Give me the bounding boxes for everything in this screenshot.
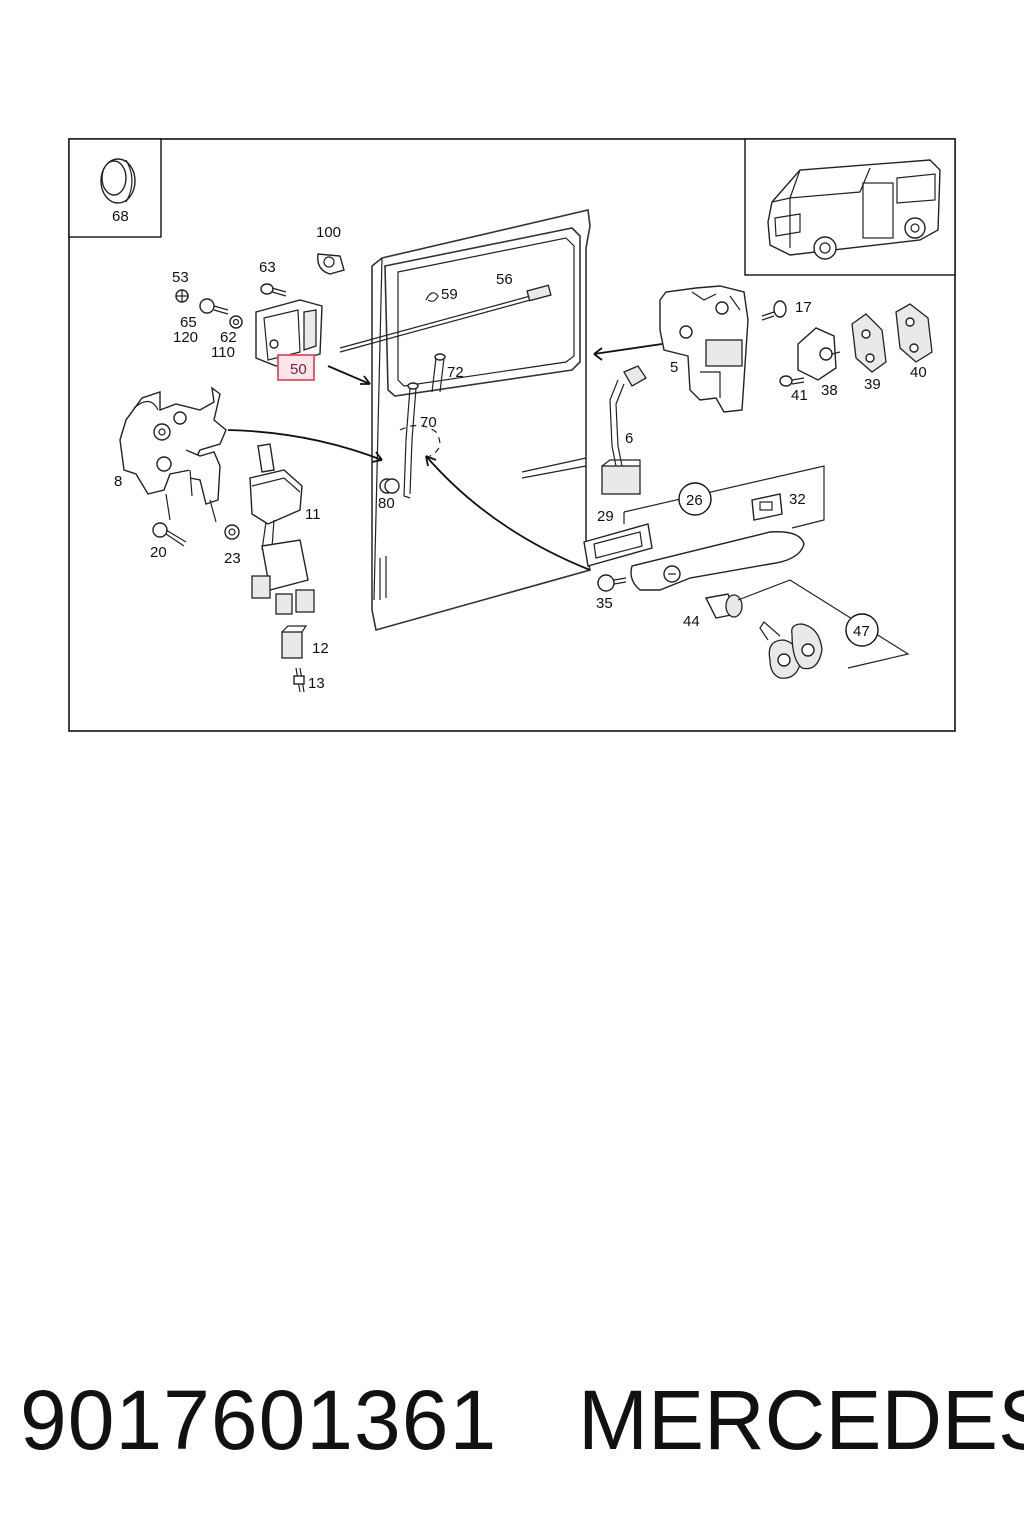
arrow-lock-to-door	[593, 343, 663, 355]
screw-20	[152, 522, 187, 547]
arrow-latch-to-door	[227, 429, 383, 461]
lock-cylinder-44	[704, 593, 743, 619]
screw-53	[175, 289, 189, 303]
rod-56	[339, 291, 546, 349]
parts-diagram: 68 56 59 72 70	[68, 138, 956, 732]
plug-icon	[100, 158, 136, 204]
label-13: 13	[308, 675, 325, 692]
label-80: 80	[378, 495, 395, 512]
label-17: 17	[795, 299, 812, 316]
label-110: 110	[211, 344, 235, 361]
label-41: 41	[791, 387, 808, 404]
part-number: 9017601361	[20, 1373, 498, 1467]
screw-17	[761, 300, 787, 321]
label-5: 5	[670, 359, 678, 376]
screw-41	[779, 375, 805, 387]
label-47-circle	[845, 613, 879, 647]
label-23: 23	[224, 550, 241, 567]
striker-38	[797, 327, 841, 381]
label-29: 29	[597, 508, 614, 525]
label-63: 63	[259, 259, 276, 276]
label-72: 72	[447, 364, 464, 381]
clip-59	[425, 292, 439, 302]
label-20: 20	[150, 544, 167, 561]
switch-6	[601, 365, 647, 495]
handle-callout-lines	[623, 465, 825, 529]
label-8: 8	[114, 473, 122, 490]
keys-callout-lines	[737, 579, 910, 669]
connector-12	[281, 625, 308, 659]
keys-47	[759, 621, 823, 679]
label-65: 65	[180, 314, 197, 331]
actuator-11	[249, 443, 315, 615]
screw-63	[260, 283, 287, 297]
clip-100	[317, 253, 345, 275]
diagram-frame	[68, 138, 956, 732]
label-12: 12	[312, 640, 329, 657]
label-53: 53	[172, 269, 189, 286]
label-68: 68	[112, 208, 129, 225]
bracket-50	[255, 299, 323, 367]
rod-70	[403, 382, 419, 499]
nut-62	[229, 315, 243, 329]
plate-39	[851, 313, 887, 373]
label-35: 35	[596, 595, 613, 612]
label-100: 100	[316, 224, 341, 241]
label-26-circle	[678, 482, 712, 516]
label-62: 62	[220, 329, 237, 346]
pin-72	[431, 353, 446, 393]
arrow-bracket-to-door	[327, 365, 371, 385]
label-47: 47	[853, 623, 870, 640]
inset-box-68	[68, 138, 162, 238]
door-handle	[630, 531, 805, 591]
label-11: 11	[305, 506, 321, 523]
label-50: 50	[290, 361, 307, 378]
arrow-handle-to-door	[425, 455, 591, 571]
label-40: 40	[910, 364, 927, 381]
label-56: 56	[496, 271, 513, 288]
clip-13	[293, 667, 305, 693]
knob-80	[379, 478, 400, 494]
label-50-highlight	[277, 354, 315, 381]
lock-5	[659, 285, 749, 413]
footer: 9017601361 MERCEDES	[0, 1370, 1024, 1470]
plate-40	[895, 303, 933, 363]
insert-32	[751, 493, 783, 521]
gasket-29	[583, 523, 653, 567]
label-38: 38	[821, 382, 838, 399]
sliding-door-panel	[371, 209, 591, 632]
screw-35	[597, 574, 627, 592]
latch-8	[119, 386, 227, 523]
nut-23	[224, 524, 240, 540]
screw-65	[199, 298, 229, 315]
label-59: 59	[441, 286, 458, 303]
label-39: 39	[864, 376, 881, 393]
label-120: 120	[173, 329, 198, 346]
van-icon	[767, 159, 941, 260]
label-6: 6	[625, 430, 633, 447]
label-26: 26	[686, 492, 703, 509]
label-44: 44	[683, 613, 700, 630]
label-70: 70	[420, 414, 437, 431]
brand-name: MERCEDES	[578, 1373, 1024, 1467]
label-32: 32	[789, 491, 806, 508]
